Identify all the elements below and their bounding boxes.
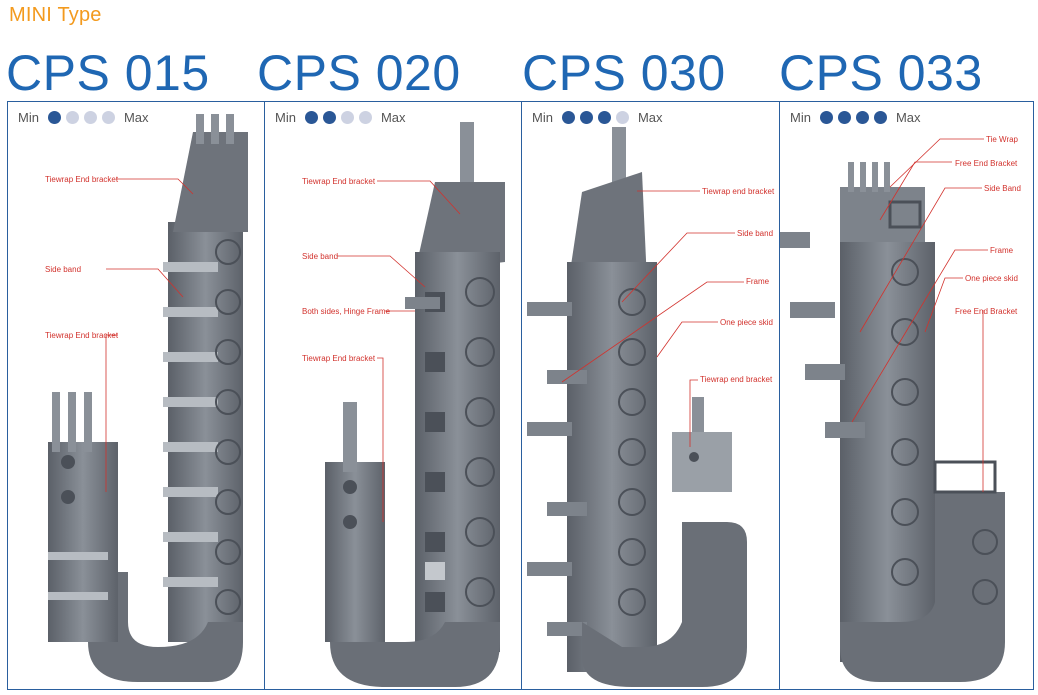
model-title-cps020: CPS 020	[257, 45, 461, 101]
scale-dot	[83, 111, 97, 124]
capacity-scale: Min Max	[18, 110, 149, 125]
annotation-label: Side band	[302, 252, 339, 261]
panel-cps020: Min Max Tiewrap End b	[264, 101, 521, 690]
scale-dot	[615, 111, 629, 124]
annotation-label: Tie Wrap	[986, 135, 1019, 144]
panel-cps033: Min Max Tie	[779, 101, 1034, 690]
header-prefix: MINI	[9, 4, 53, 26]
annotation-label: Free End Bracket	[955, 307, 1018, 316]
annotation-label: Side Band	[984, 184, 1021, 193]
header-suffix: Type	[57, 4, 102, 26]
scale-max-label: Max	[637, 110, 663, 125]
scale-min-label: Min	[790, 110, 811, 125]
scale-dot	[358, 111, 372, 124]
annotation-label: Tiewrap end bracket	[700, 375, 773, 384]
cable-chain-illustration	[48, 114, 248, 682]
annotation-label: Tiewrap End bracket	[302, 177, 376, 186]
annotation-label: Tiewrap end bracket	[702, 187, 775, 196]
scale-max-label: Max	[895, 110, 921, 125]
model-title-cps033: CPS 033	[779, 45, 983, 101]
scale-dot	[101, 111, 115, 124]
section-header: MINI Type	[9, 4, 102, 27]
capacity-scale: Min Max	[790, 110, 921, 125]
annotation-label: Tiewrap End bracket	[45, 331, 119, 340]
scale-dot	[597, 111, 611, 124]
scale-min-label: Min	[275, 110, 296, 125]
scale-dot	[873, 111, 887, 124]
scale-dot	[304, 111, 318, 124]
capacity-scale: Min Max	[532, 110, 663, 125]
annotation-label: Tiewrap End bracket	[302, 354, 376, 363]
annotation-label: Frame	[990, 246, 1014, 255]
cable-chain-illustration	[325, 122, 505, 687]
annotation-label: Tiewrap End bracket	[45, 175, 119, 184]
scale-dot	[561, 111, 575, 124]
scale-max-label: Max	[380, 110, 406, 125]
model-title-cps030: CPS 030	[522, 45, 726, 101]
scale-dot	[65, 111, 79, 124]
annotation-label: One piece skid	[965, 274, 1018, 283]
scale-dot	[47, 111, 61, 124]
scale-dot	[837, 111, 851, 124]
annotation-label: Frame	[746, 277, 770, 286]
scale-max-label: Max	[123, 110, 149, 125]
scale-dot	[855, 111, 869, 124]
scale-min-label: Min	[532, 110, 553, 125]
annotation-label: Both sides, Hinge Frame	[302, 307, 391, 316]
model-title-cps015: CPS 015	[6, 45, 210, 101]
panel-cps015: Min Max	[7, 101, 264, 690]
annotation-label: Free End Bracket	[955, 159, 1018, 168]
scale-dot	[579, 111, 593, 124]
capacity-scale: Min Max	[275, 110, 406, 125]
scale-min-label: Min	[18, 110, 39, 125]
annotation-label: Side band	[737, 229, 774, 238]
scale-dot	[322, 111, 336, 124]
scale-dot	[819, 111, 833, 124]
scale-dot	[340, 111, 354, 124]
annotation-label: One piece skid	[720, 318, 773, 327]
annotation-label: Side band	[45, 265, 82, 274]
panel-cps030: Min Max Tiewrap e	[521, 101, 779, 690]
